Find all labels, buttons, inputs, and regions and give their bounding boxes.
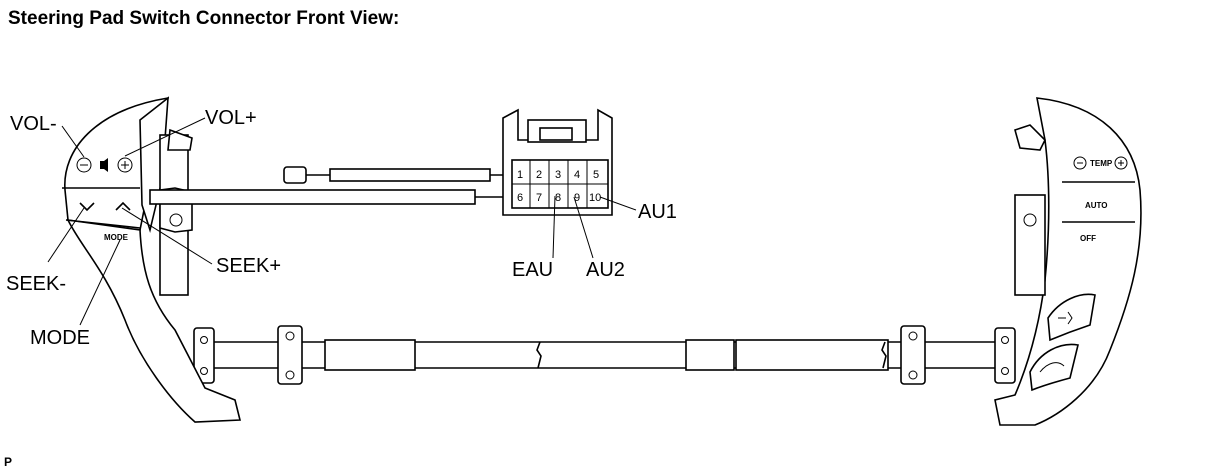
figure-marker: P [4,455,13,469]
pin-4: 4 [574,169,580,181]
callout-au1: AU1 [638,201,677,223]
connector-front-view: 1 2 3 4 5 6 7 8 9 10 [502,108,613,216]
pin-8: 8 [555,192,561,204]
off-label: OFF [1080,234,1096,243]
temp-label: TEMP [1090,159,1113,168]
callout-seek-plus: SEEK+ [216,255,281,277]
left-steering-pad-switch: MODE [62,96,242,423]
steering-column [193,325,1016,385]
right-steering-pad-switch: TEMP AUTO OFF [994,97,1142,426]
callout-eau: EAU [512,259,553,281]
pin-7: 7 [536,192,542,204]
callout-lines [47,117,637,326]
pin-3: 3 [555,169,561,181]
wire-harness [149,166,510,205]
callout-seek-minus: SEEK- [6,273,66,295]
pin-1: 1 [517,169,523,181]
mode-button-label: MODE [104,233,129,242]
page-title: Steering Pad Switch Connector Front View… [8,8,400,29]
pin-6: 6 [517,192,523,204]
callout-mode: MODE [30,327,90,349]
callout-vol-plus: VOL+ [205,107,257,129]
pin-10: 10 [589,192,601,204]
pin-9: 9 [574,192,580,204]
pin-5: 5 [593,169,599,181]
auto-label: AUTO [1085,201,1108,210]
callout-vol-minus: VOL- [10,113,57,135]
pin-2: 2 [536,169,542,181]
callout-au2: AU2 [586,259,625,281]
